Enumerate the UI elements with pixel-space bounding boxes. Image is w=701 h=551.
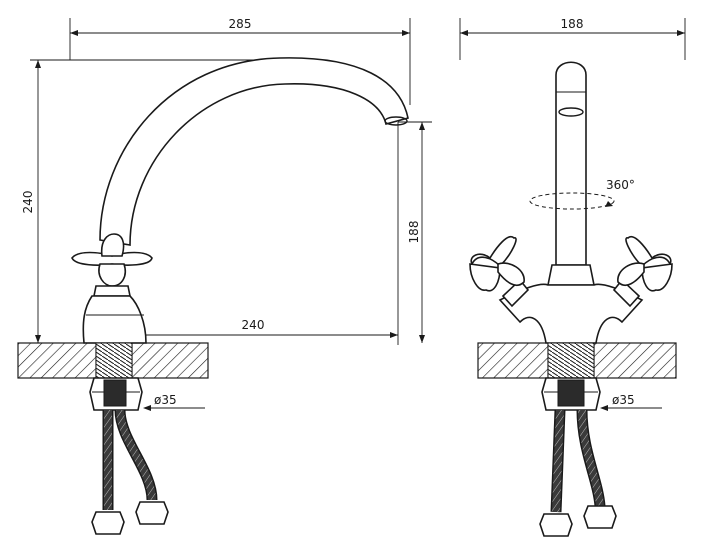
side-hoses	[91, 409, 169, 535]
side-countertop	[17, 342, 209, 379]
front-handle-right	[612, 235, 673, 308]
side-spout-height-dimension: 188	[398, 121, 432, 343]
front-hose-fitting-right	[583, 505, 617, 529]
side-width-dimension: 285	[69, 17, 411, 105]
front-hose-fitting-left	[539, 513, 573, 537]
front-rotation-label: 360°	[606, 178, 635, 192]
front-hoses	[539, 409, 617, 537]
front-width-dimension: 188	[459, 17, 686, 60]
side-faucet-body	[82, 285, 147, 344]
side-handle	[71, 233, 153, 287]
side-spout-aerator	[384, 116, 408, 126]
front-mount-diameter-dimension: ø35	[600, 393, 662, 411]
side-mount-diameter-dimension: ø35	[143, 393, 205, 411]
side-spout	[99, 57, 409, 246]
side-reach-dimension: 240	[117, 122, 399, 345]
side-height-dimension: 240	[21, 59, 300, 344]
front-countertop	[477, 342, 677, 379]
side-hose-fitting-right	[135, 501, 169, 525]
side-mount-diameter-label: ø35	[154, 393, 177, 407]
front-width-label: 188	[561, 17, 584, 31]
front-collar	[547, 264, 595, 286]
side-width-label: 285	[229, 17, 252, 31]
side-spout-height-label: 188	[407, 221, 421, 244]
front-mount-diameter-label: ø35	[612, 393, 635, 407]
side-height-label: 240	[21, 191, 35, 214]
side-hose-fitting-left	[91, 511, 125, 535]
front-spout	[555, 61, 587, 266]
side-reach-label: 240	[242, 318, 265, 332]
side-view: 285 240 188 240	[17, 17, 432, 535]
front-faucet-body	[498, 283, 644, 344]
front-view: 188 360°	[459, 17, 686, 537]
front-rotation-indicator: 360°	[529, 178, 635, 210]
side-mount-nut	[89, 377, 143, 411]
front-handle-left	[469, 235, 530, 308]
front-mount-nut	[541, 377, 601, 411]
